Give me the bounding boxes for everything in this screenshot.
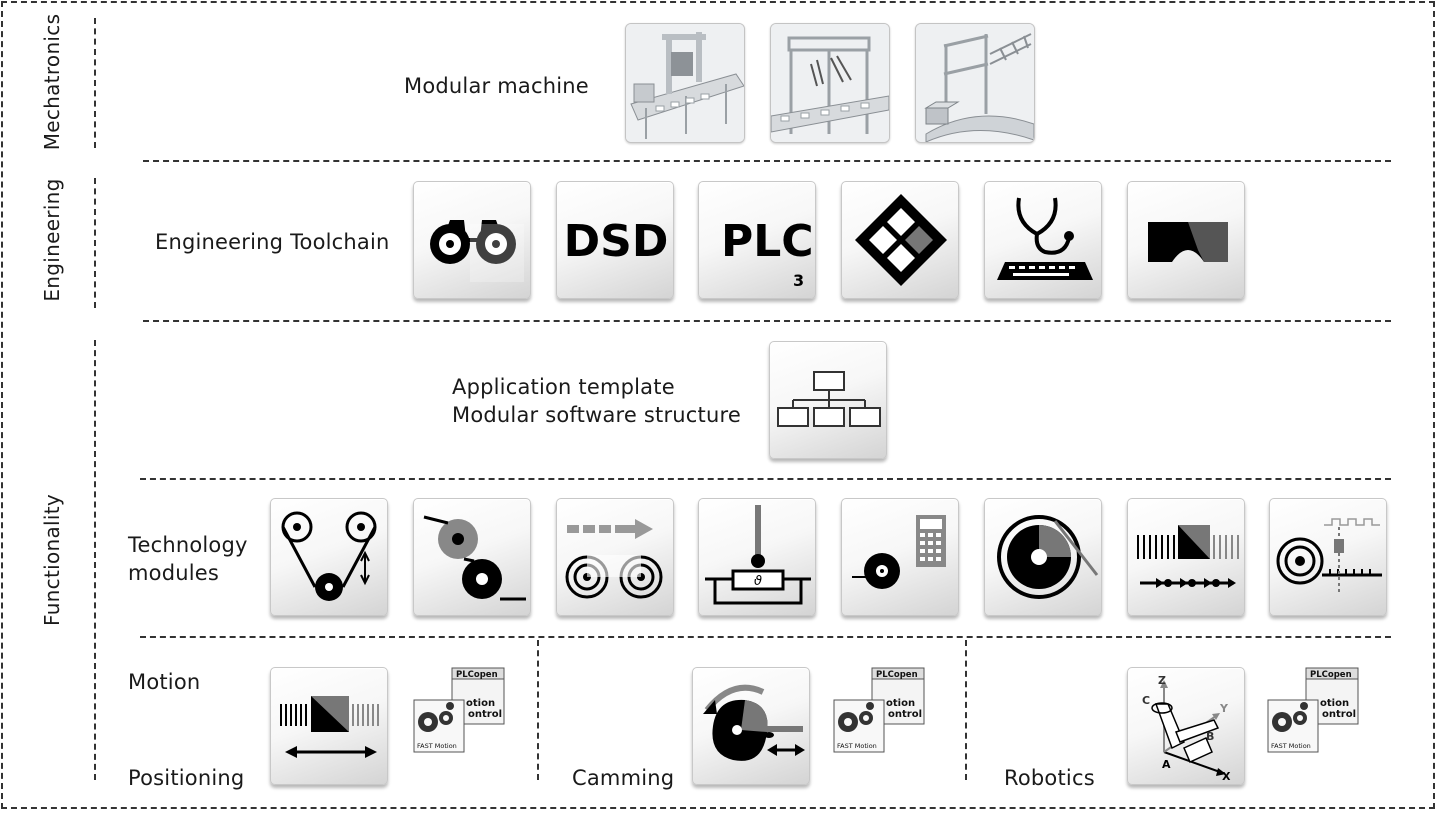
motion-control-line2: ontrol [468,709,502,720]
divider-h3 [140,478,1391,480]
tech-module-3[interactable] [556,498,674,616]
binoculars-icon [430,220,524,282]
diagnostics-tile[interactable] [984,181,1102,299]
axis-label-c: C [1142,694,1150,707]
robot-kinematics-icon: Z C Y B A X [1142,674,1231,783]
robotics-label: Robotics [1004,766,1095,790]
divider-left-engineering [94,178,96,308]
dsd-icon: DSD [564,216,669,267]
divider-h1 [143,160,1391,162]
tech-module-6[interactable] [984,498,1102,616]
plcopen-text: PLCopen [456,670,498,680]
tech-module-8[interactable] [1269,498,1387,616]
axis-label-b: B [1206,730,1214,743]
divider-h4 [140,636,1391,638]
dsd-tile[interactable]: DSD [556,181,674,299]
plc-icon: PLC 3 [721,216,814,290]
motion-control-line2: ontrol [888,709,922,720]
diamond-grid-tile[interactable] [841,181,959,299]
nip-rollers-icon [423,515,526,601]
gears-icon [1272,702,1308,732]
fast-motion-text: FAST Motion [417,742,457,750]
axis-label-a: A [1162,758,1171,771]
axis-label-x: X [1222,770,1231,783]
tech-module-7[interactable] [1127,498,1245,616]
row-label-functionality: Functionality [40,493,64,627]
bridge-tile[interactable] [1127,181,1245,299]
plcopen-text: PLCopen [876,670,918,680]
cam-disc-icon [703,684,805,761]
fast-motion-text: FAST Motion [837,742,877,750]
fast-motion-text: FAST Motion [1271,742,1311,750]
plcopen-badge-camming: PLCopen otion ontrol FAST Motion [832,666,928,756]
gears-icon [838,702,874,732]
axis-label-y: Y [1219,702,1229,715]
motion-label: Motion [128,670,201,694]
plcopen-badge-robotics: PLCopen otion ontrol FAST Motion [1266,666,1362,756]
bridge-icon [1148,222,1228,262]
machine-image-1 [625,23,745,143]
dancer-rollers-icon [281,511,377,601]
gears-icon [418,702,454,732]
svg-text:ϑ: ϑ [754,574,762,589]
camming-tile[interactable] [692,667,810,785]
motion-control-line1: otion [1320,698,1349,709]
robotics-tile[interactable]: Z C Y B A X [1127,667,1245,785]
row-label-mechatronics: Mechatronics [40,13,64,151]
diamond-grid-icon [855,194,947,286]
divider-left-mechatronics [94,18,96,148]
application-template-label: Application template [452,375,675,399]
traverse-winder-icon [1276,518,1382,595]
tech-module-5[interactable] [841,498,959,616]
motion-control-line1: otion [886,698,915,709]
divider-h2 [143,320,1391,322]
machine-image-2 [770,23,890,143]
positioning-axis-icon [280,696,379,758]
plc-text: PLC [721,216,814,267]
application-template-tile[interactable] [769,341,887,459]
positioning-label: Positioning [128,766,245,790]
register-rollers-icon [565,519,663,599]
motion-control-line2: ontrol [1322,709,1356,720]
camming-label: Camming [572,766,675,790]
axis-label-z: Z [1158,674,1166,687]
tech-module-4[interactable]: ϑ [698,498,816,616]
plcopen-badge-positioning: PLCopen otion ontrol FAST Motion [412,666,508,756]
row-label-engineering: Engineering [40,178,64,302]
modular-software-structure-label: Modular software structure [452,403,741,427]
temperature-control-icon: ϑ [705,505,811,605]
winder-roll-icon [997,515,1099,599]
modules-label: modules [128,561,220,585]
dsd-text: DSD [564,216,669,267]
hierarchy-icon [777,371,881,427]
machine-image-3 [915,23,1035,143]
engineering-toolchain-label: Engineering Toolchain [155,230,390,254]
modular-machine-label: Modular machine [404,74,589,98]
winder-calculator-icon [852,515,946,589]
technology-label: Technology [128,533,248,557]
tech-module-1[interactable] [270,498,388,616]
binoculars-tile[interactable] [413,181,531,299]
motion-control-line1: otion [466,698,495,709]
divider-motion-2 [965,640,967,780]
tech-module-2[interactable] [413,498,531,616]
positioning-tile[interactable] [270,667,388,785]
plc-subscript: 3 [793,271,804,290]
stethoscope-keyboard-icon [997,197,1093,280]
plcopen-text: PLCopen [1310,670,1352,680]
plc-tile[interactable]: PLC 3 [698,181,816,299]
divider-left-functionality [94,340,96,780]
divider-motion-1 [537,640,539,780]
cross-cutter-icon [1137,525,1239,588]
